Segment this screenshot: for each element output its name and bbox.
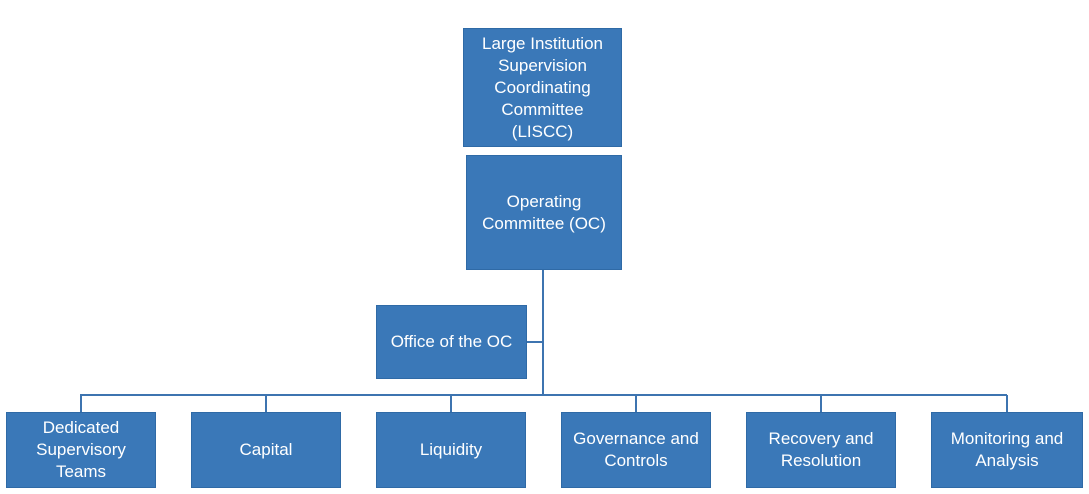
liscc-box: Large Institution Supervision Coordinati… xyxy=(463,28,622,147)
unit-label: Capital xyxy=(239,440,293,459)
unit-monitoring-and-analysis: Monitoring and Analysis xyxy=(931,412,1083,488)
unit-recovery-and-resolution: Recovery and Resolution xyxy=(746,412,896,488)
unit-label: Governance and Controls xyxy=(573,429,699,470)
office-of-oc-label: Office of the OC xyxy=(390,332,513,351)
unit-governance-and-controls: Governance and Controls xyxy=(561,412,711,488)
operating-committee-label: Operating Committee (OC) xyxy=(482,191,606,233)
unit-capital: Capital xyxy=(191,412,341,488)
unit-liquidity: Liquidity xyxy=(376,412,526,488)
unit-label: Monitoring and Analysis xyxy=(950,429,1064,470)
unit-dedicated-supervisory-teams: Dedicated Supervisory Teams xyxy=(6,412,156,488)
unit-label: Dedicated Supervisory Teams xyxy=(36,418,126,481)
unit-label: Liquidity xyxy=(419,440,483,459)
office-of-oc-box: Office of the OC xyxy=(376,305,527,379)
operating-committee-box: Operating Committee (OC) xyxy=(466,155,622,270)
liscc-label: Large Institution Supervision Coordinati… xyxy=(482,33,603,141)
unit-label: Recovery and Resolution xyxy=(768,429,874,470)
